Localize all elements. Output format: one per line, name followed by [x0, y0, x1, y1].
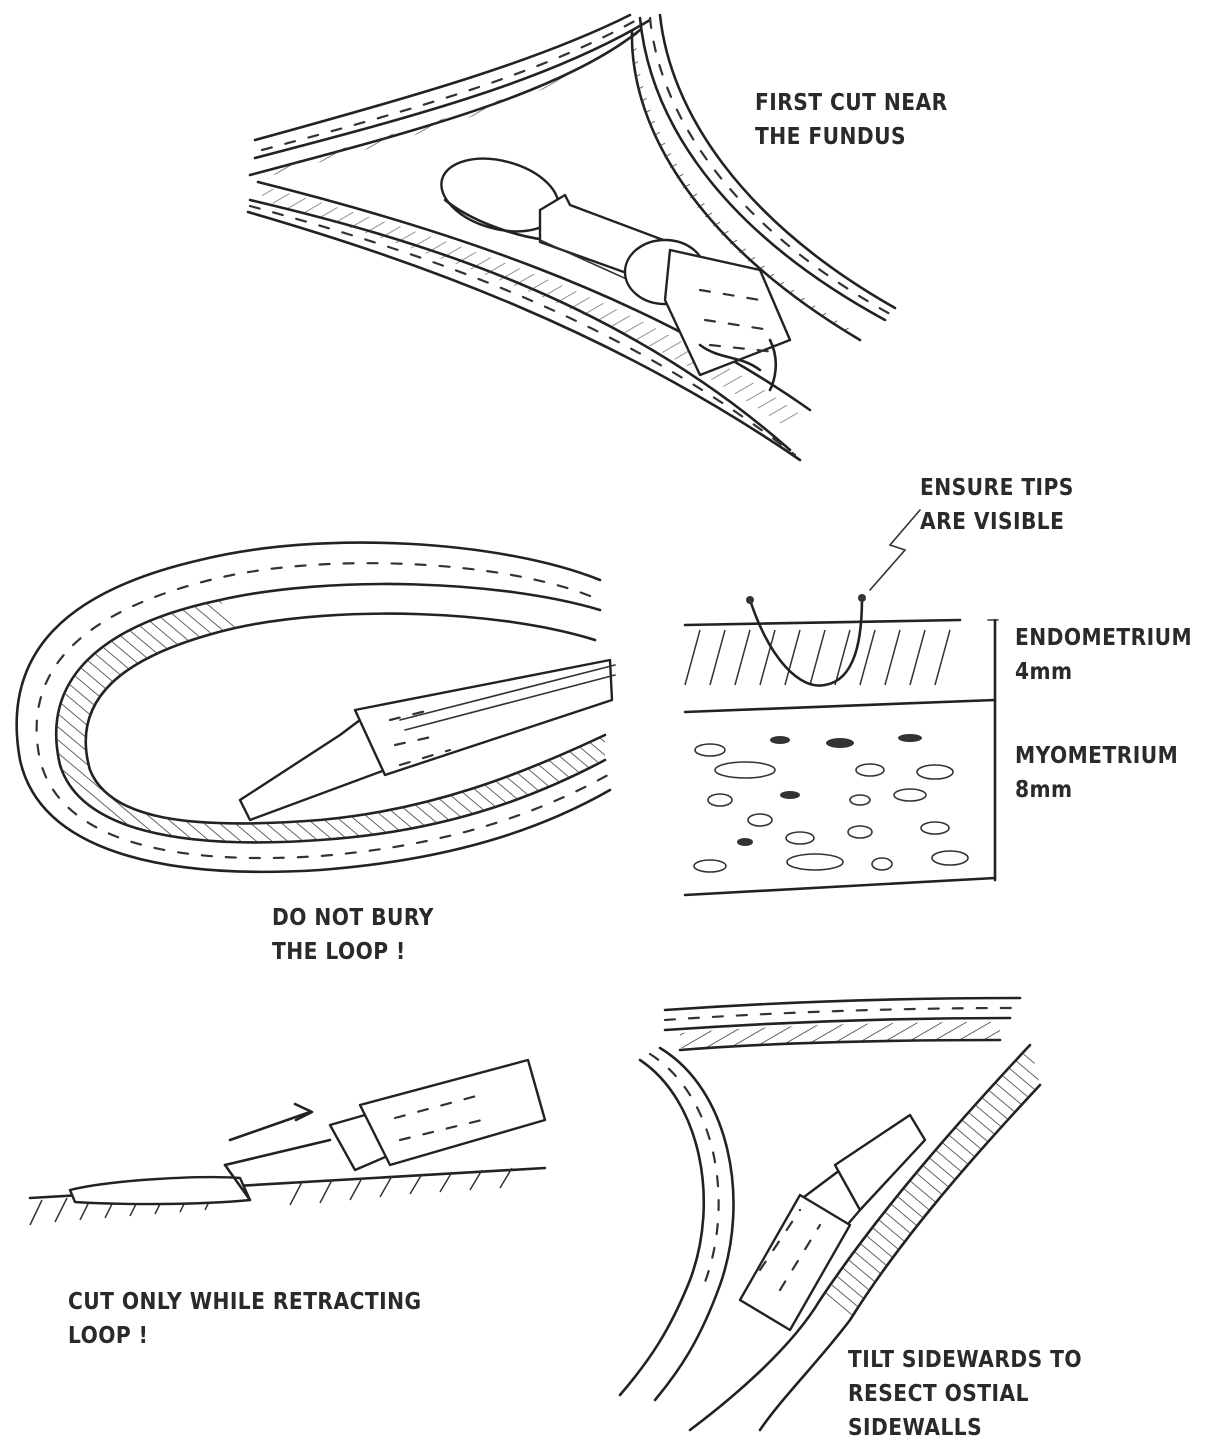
caption-myometrium-line2: 8mm: [1015, 773, 1178, 807]
caption-tilt: TILT SIDEWARDS TO RESECT OSTIAL SIDEWALL…: [848, 1343, 1082, 1445]
caption-first-cut-line2: THE FUNDUS: [755, 120, 948, 154]
myometrium-texture: [694, 734, 968, 872]
caption-cut-only-line2: LOOP !: [68, 1319, 422, 1353]
caption-tilt-line1: TILT SIDEWARDS TO: [848, 1343, 1082, 1377]
caption-ensure-tips: ENSURE TIPS ARE VISIBLE: [920, 471, 1074, 539]
caption-endometrium: ENDOMETRIUM 4mm: [1015, 621, 1192, 689]
caption-first-cut-line1: FIRST CUT NEAR: [755, 86, 948, 120]
caption-cut-only: CUT ONLY WHILE RETRACTING LOOP !: [68, 1285, 422, 1353]
figure-loop-uterus: [17, 543, 615, 872]
caption-myometrium: MYOMETRIUM 8mm: [1015, 739, 1178, 807]
figure-fundus-cut: [248, 15, 895, 460]
caption-first-cut: FIRST CUT NEAR THE FUNDUS: [755, 86, 948, 154]
figure-retracting-cut: [30, 1060, 545, 1225]
caption-do-not-bury-line1: DO NOT BURY: [272, 901, 434, 935]
endometrium-hatch: [685, 630, 950, 685]
caption-ensure-tips-line1: ENSURE TIPS: [920, 471, 1074, 505]
caption-cut-only-line1: CUT ONLY WHILE RETRACTING: [68, 1285, 422, 1319]
caption-myometrium-line1: MYOMETRIUM: [1015, 739, 1178, 773]
caption-do-not-bury-line2: THE LOOP !: [272, 935, 434, 969]
caption-endometrium-line2: 4mm: [1015, 655, 1192, 689]
figure-tissue-layers: [685, 510, 998, 895]
caption-tilt-line2: RESECT OSTIAL: [848, 1377, 1082, 1411]
caption-endometrium-line1: ENDOMETRIUM: [1015, 621, 1192, 655]
caption-ensure-tips-line2: ARE VISIBLE: [920, 505, 1074, 539]
caption-do-not-bury: DO NOT BURY THE LOOP !: [272, 901, 434, 969]
